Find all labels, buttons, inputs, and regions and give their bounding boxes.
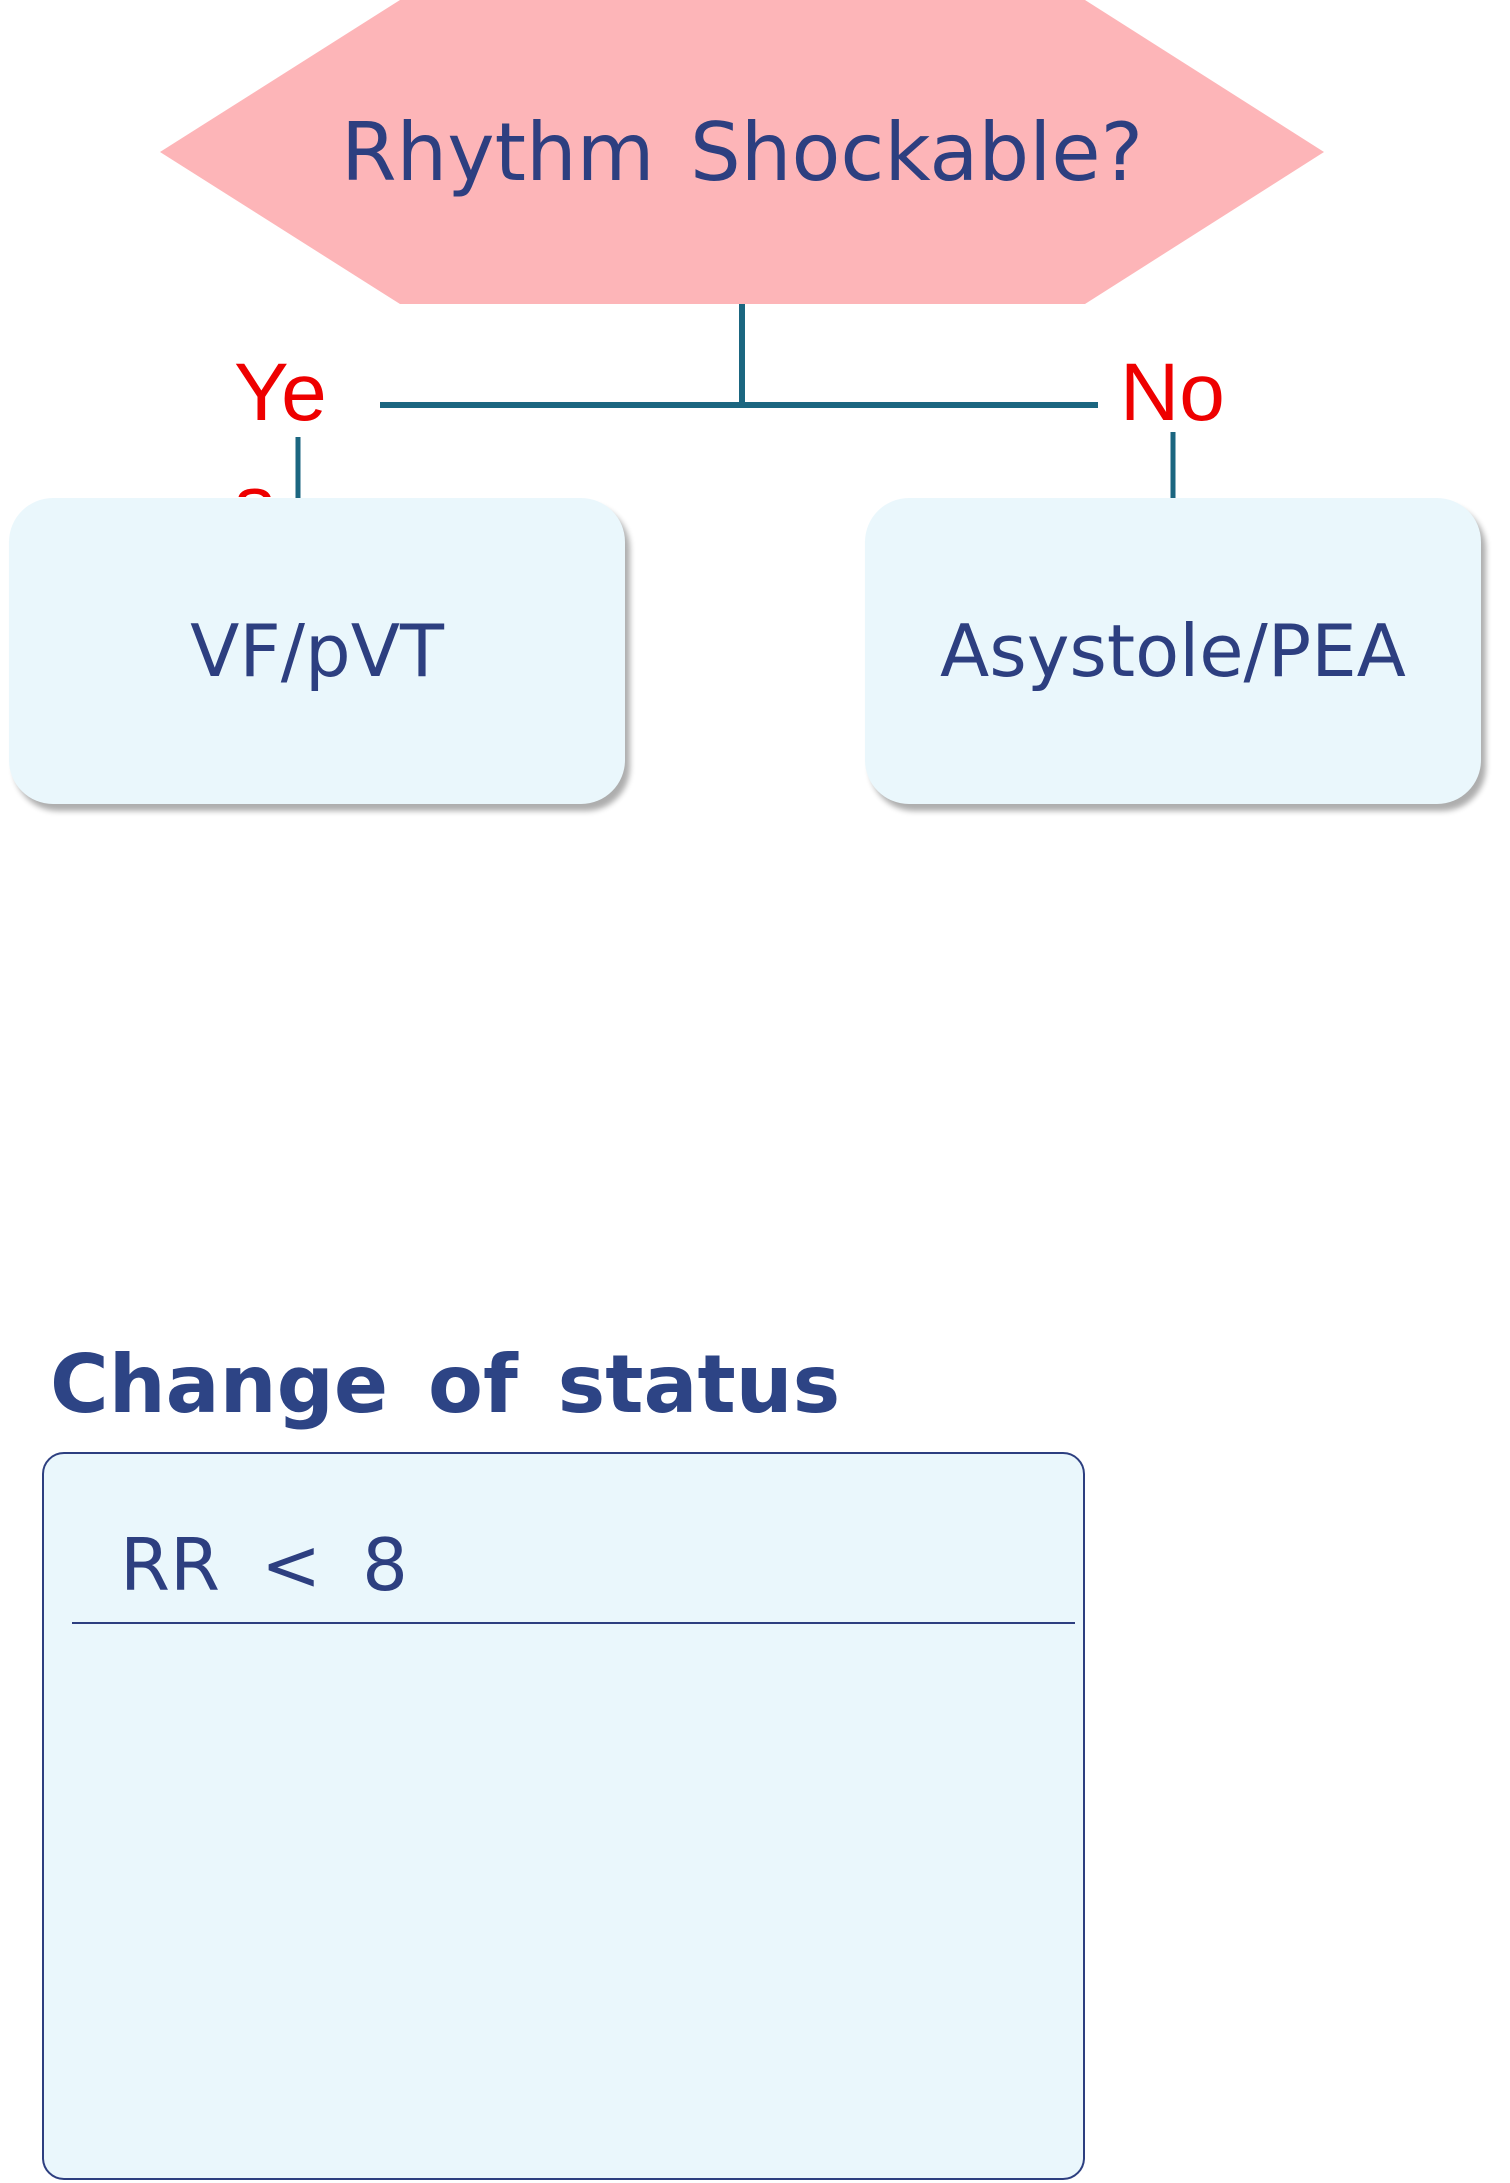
decision-question: Rhythm Shockable? — [340, 105, 1144, 199]
change-of-status-panel: RR < 8 — [42, 1452, 1085, 2180]
status-item-text: RR < 8 — [120, 1523, 408, 1607]
no-branch-label: No — [1120, 347, 1225, 438]
non-shockable-rhythm-label: Asystole/PEA — [940, 609, 1406, 693]
change-of-status-heading: Change of status — [50, 1338, 841, 1431]
yes-branch-label: Yes — [234, 347, 327, 497]
shockable-rhythm-box: VF/pVT — [9, 498, 625, 804]
non-shockable-rhythm-box: Asystole/PEA — [865, 498, 1481, 804]
shockable-rhythm-label: VF/pVT — [190, 609, 444, 693]
decision-hexagon — [160, 0, 1324, 304]
status-row: RR < 8 — [72, 1510, 1075, 1624]
